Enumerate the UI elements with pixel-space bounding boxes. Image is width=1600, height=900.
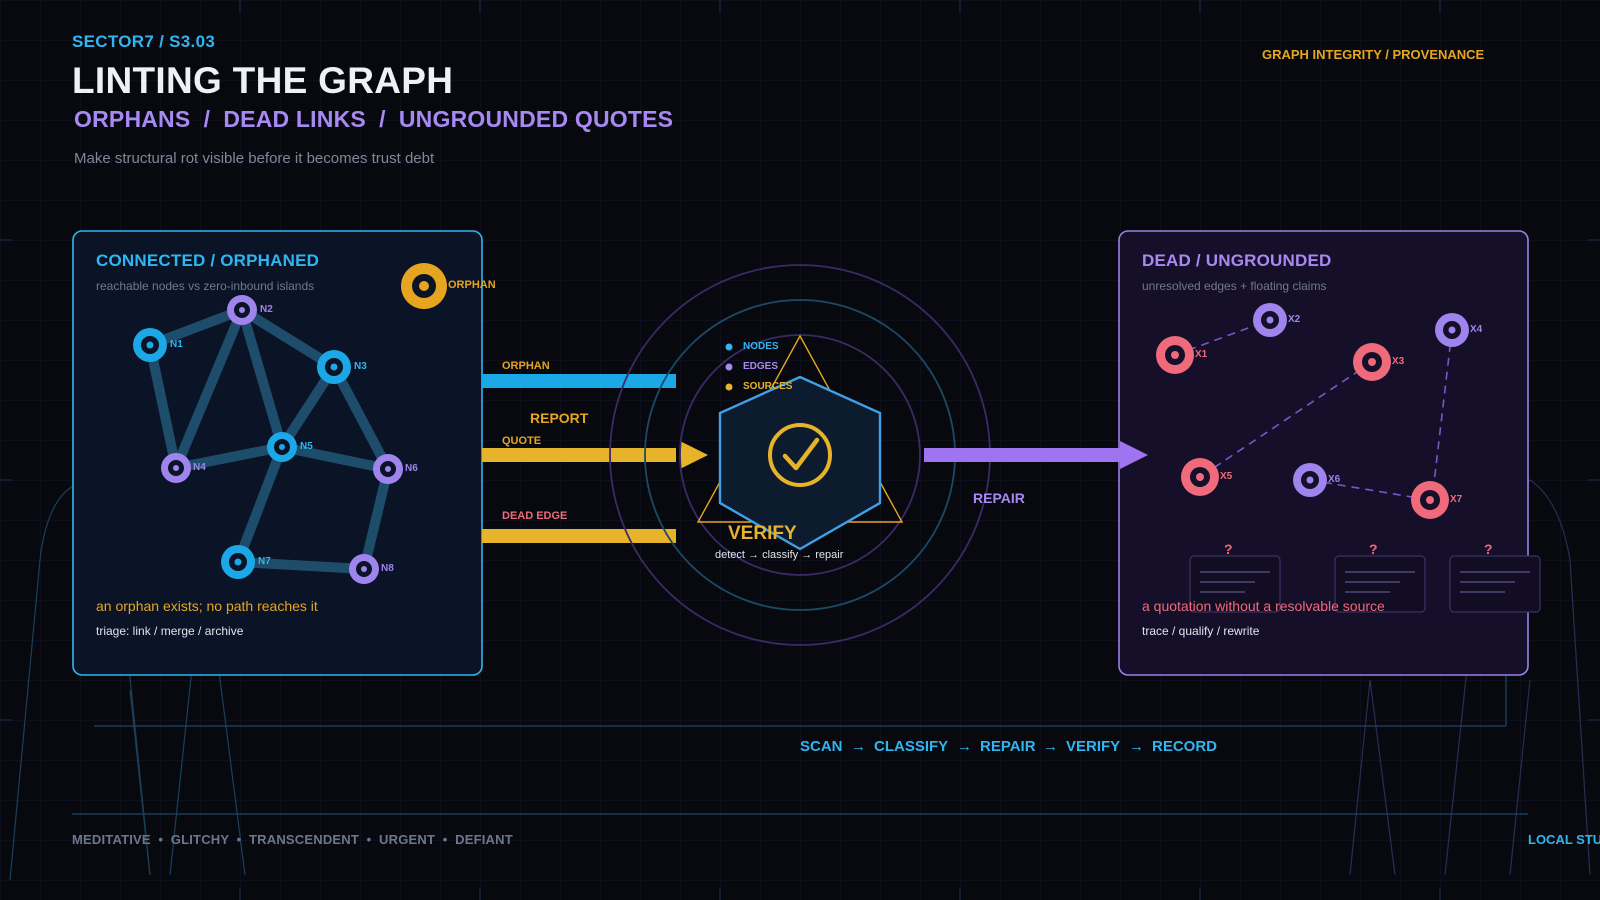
verify-title: VERIFY [728,523,797,544]
node-x4 [1435,313,1469,347]
dead-edge-flow-label: DEAD EDGE [502,510,568,522]
node-label-x3: X3 [1392,356,1405,367]
node-label-x2: X2 [1288,314,1301,325]
right-panel-note: a quotation without a resolvable source [1142,598,1385,614]
node-label-n1: N1 [170,339,183,350]
quote-card-3-mark: ? [1484,541,1493,557]
legend-nodes-label: NODES [743,341,779,352]
section-kicker: SECTOR7 / S3.03 [72,32,216,51]
node-x6 [1293,463,1327,497]
node-n1 [133,328,167,362]
quote-card-2-mark: ? [1369,541,1378,557]
left-panel-triage: triage: link / merge / archive [96,624,244,638]
quote-flow-label: QUOTE [502,435,542,447]
repair-flow-label: REPAIR [973,490,1025,506]
top-right-label: GRAPH INTEGRITY / PROVENANCE [1262,47,1485,62]
left-graph-nodes [133,263,447,584]
legend-dot-edges [725,363,733,371]
node-n4 [161,453,191,483]
orphan-flow-label: ORPHAN [502,360,550,372]
pipeline-step-verify: VERIFY [1066,738,1121,755]
quote-card-1-mark: ? [1224,541,1233,557]
node-n5 [267,432,297,462]
studio-credit: LOCAL STUDIO [1528,832,1600,847]
page-subtitle: ORPHANS / DEAD LINKS / UNGROUNDED QUOTES [74,106,674,132]
right-panel-subtitle: unresolved edges + floating claims [1142,279,1327,293]
report-flow-label: REPORT [530,410,589,426]
left-panel-note: an orphan exists; no path reaches it [96,598,318,614]
verify-subtitle: detect → classify → repair [715,549,844,561]
right-panel-triage: trace / qualify / rewrite [1142,624,1260,638]
node-x7 [1411,481,1449,519]
node-label-n8: N8 [381,563,394,574]
quote-flow-bar [482,448,676,462]
legend-dot-sources [725,383,733,391]
left-panel-subtitle: reachable nodes vs zero-inbound islands [96,279,315,293]
pipeline-step-record: RECORD [1152,738,1218,755]
pipeline-arrow-3: → [1043,738,1058,755]
node-x3 [1353,343,1391,381]
quote-card-2 [1334,555,1426,613]
right-graph-nodes [1156,303,1469,519]
legend-sources-label: SOURCES [743,381,793,392]
orphan-flow-bar [482,374,676,388]
left-graph-edges [145,305,393,574]
node-n8 [349,554,379,584]
node-n6 [373,454,403,484]
node-x5 [1181,458,1219,496]
node-n7 [221,545,255,579]
repair-flow-bar [924,448,1120,462]
pipeline-step-classify: CLASSIFY [874,738,949,755]
node-label-x4: X4 [1470,324,1483,335]
mood-tags: MEDITATIVE • GLITCHY • TRANSCENDENT • UR… [72,832,513,847]
page-tagline: Make structural rot visible before it be… [74,150,435,167]
node-n3 [317,350,351,384]
page-title: LINTING THE GRAPH [72,60,454,101]
quote-card-1 [1189,555,1281,613]
repair-flow-arrowhead [1120,441,1148,469]
pipeline-arrow-2: → [957,738,972,755]
quote-card-3 [1449,555,1541,613]
node-label-n2: N2 [260,304,273,315]
left-panel-title: CONNECTED / ORPHANED [96,251,320,270]
dead-edge-flow-bar [482,529,676,543]
check-icon [768,423,832,487]
quote-flow-arrowhead [680,441,708,469]
node-label-x5: X5 [1220,471,1233,482]
orphan-node-label: ORPHAN [448,279,496,291]
node-label-x1: X1 [1195,349,1208,360]
node-label-n6: N6 [405,463,418,474]
pipeline-arrow-1: → [851,738,866,755]
right-panel-title: DEAD / UNGROUNDED [1142,251,1332,270]
legend-edges-label: EDGES [743,361,779,372]
node-label-n5: N5 [300,441,313,452]
node-x2 [1253,303,1287,337]
node-x1 [1156,336,1194,374]
node-label-x6: X6 [1328,474,1341,485]
node-n2 [227,295,257,325]
legend-dot-nodes [725,343,733,351]
pipeline-arrow-4: → [1129,738,1144,755]
pipeline-step-scan: SCAN [800,738,843,755]
node-label-n7: N7 [258,556,271,567]
pipeline-step-repair: REPAIR [980,738,1036,755]
node-label-n4: N4 [193,462,206,473]
node-label-n3: N3 [354,361,367,372]
orphan-node [401,263,447,309]
node-label-x7: X7 [1450,494,1463,505]
